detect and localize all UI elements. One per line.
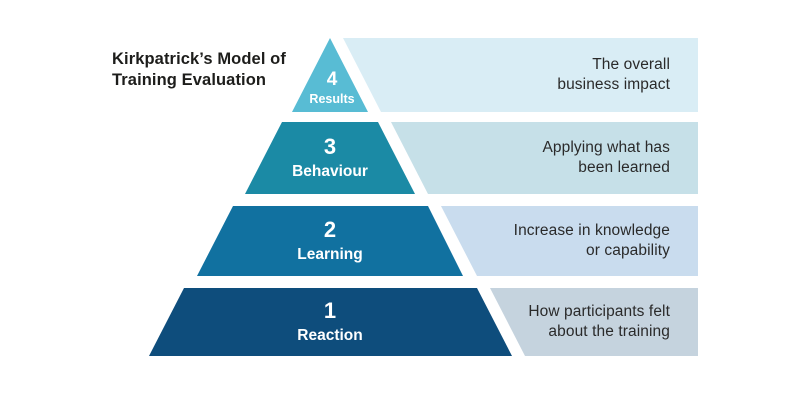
pyramid-level-4 [292,38,368,112]
band-level-1 [490,288,698,356]
band-level-4 [343,38,698,112]
band-level-2 [441,206,698,276]
pyramid-level-3 [245,122,415,194]
diagram-title: Kirkpatrick’s Model of Training Evaluati… [112,49,312,91]
pyramid-level-1 [149,288,512,356]
pyramid-level-2 [197,206,463,276]
diagram-title-line1: Kirkpatrick’s Model of [112,50,286,68]
diagram-title-line2: Training Evaluation [112,71,267,89]
band-level-3 [391,122,698,194]
